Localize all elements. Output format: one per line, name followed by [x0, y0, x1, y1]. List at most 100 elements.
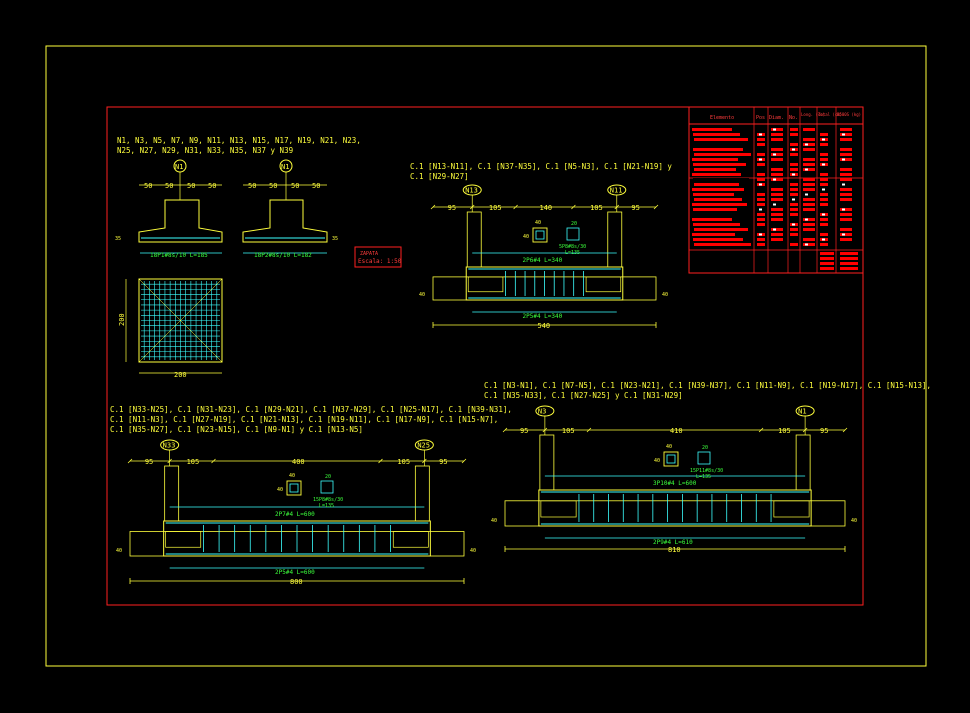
- beam_right-height-left: 40: [491, 518, 497, 524]
- table-cell-block: [757, 243, 765, 246]
- table-cell-block: [803, 183, 815, 186]
- beam_top-dim-value: 105: [590, 204, 603, 212]
- footing-block: N1, N3, N5, N7, N9, N11, N13, N15, N17, …: [115, 136, 402, 379]
- beam_right-stirrup-dim: 20: [702, 445, 708, 451]
- table-cell-block: [790, 128, 798, 131]
- beam_top-dim-tick: [571, 204, 576, 210]
- table-cell-block: [820, 153, 828, 156]
- beam_right-pad-right: [773, 500, 810, 518]
- table-cell-block: [757, 213, 765, 216]
- beam_left-tie-beam: [163, 520, 431, 557]
- beam_top-node-left-label: N13: [465, 187, 478, 195]
- beam_left-height-left: 40: [116, 548, 122, 554]
- table-cell-block: [840, 158, 852, 161]
- table-cell-white: [842, 183, 845, 186]
- table-cell-block: [820, 193, 828, 196]
- footing-a-height: 35: [115, 236, 121, 242]
- table-row-block: [692, 233, 735, 236]
- table-cell-white: [805, 193, 808, 196]
- table-cell-block: [790, 213, 798, 216]
- table-cell-white: [773, 153, 776, 156]
- table-cell-block: [803, 238, 815, 241]
- table-cell-block: [840, 233, 852, 236]
- beam_left-dim-tick: [211, 458, 216, 464]
- table-header-no: No.: [789, 115, 798, 121]
- beam_top-dim-tick: [430, 204, 436, 210]
- table-row-block: [693, 133, 740, 136]
- beam_right-stirrup-shape: [697, 451, 711, 465]
- table-cell-block: [790, 228, 798, 231]
- table-cell-block: [771, 213, 783, 216]
- table-cell-block: [757, 203, 765, 206]
- table-rows-graphic: [692, 128, 858, 270]
- table-cell-block: [771, 198, 783, 201]
- table-cell-block: [803, 223, 815, 226]
- beam_left-height-right: 40: [470, 548, 476, 554]
- beam_top-dim-value: 95: [631, 204, 639, 212]
- table-cell-white: [805, 243, 808, 246]
- table-cell-block: [771, 128, 783, 131]
- table-cell-white: [805, 168, 808, 171]
- footing-b-height: 35: [332, 236, 338, 242]
- beam_left-dim-tick: [127, 458, 133, 464]
- table-cell-white: [759, 133, 762, 136]
- table-row-block: [692, 188, 744, 191]
- table-cell-white: [822, 188, 825, 191]
- beam_right-dim-tick: [586, 427, 592, 433]
- beam_left-dim-value: 95: [145, 458, 153, 466]
- table-row-block: [693, 223, 740, 226]
- beam_right-dim-value: 105: [778, 427, 791, 435]
- table-row-block: [694, 168, 736, 171]
- table-cell-white: [842, 233, 845, 236]
- table-total-block: [820, 262, 834, 265]
- table-cell-block: [771, 178, 783, 181]
- beam_left-dim-tick: [461, 458, 467, 464]
- table-cell-block: [790, 188, 798, 191]
- table-cell-block: [771, 228, 783, 231]
- outer-frame: [45, 45, 927, 667]
- beam_top-section-width: 40: [535, 220, 541, 226]
- table-row-block: [693, 208, 737, 211]
- table-cell-block: [803, 203, 815, 206]
- table-cell-white: [759, 183, 762, 186]
- table-total-block: [840, 252, 858, 255]
- beam_left-node-left-label: N33: [163, 442, 176, 450]
- beam-left-title-line2: C.1 [N11-N3], C.1 [N27-N19], C.1 [N21-N1…: [110, 415, 498, 424]
- beam_left-top-bar-label: 2P7#4 L=600: [275, 511, 315, 518]
- table-cell-block: [771, 148, 783, 151]
- beam_right-pad-left: [540, 500, 577, 518]
- table-cell-block: [840, 228, 852, 231]
- table-cell-block: [820, 178, 828, 181]
- beam_right-stirrup-length: L=135: [696, 474, 711, 480]
- table-cell-block: [840, 193, 852, 196]
- beam_left-stirrup-length: L=135: [319, 503, 334, 509]
- beam_left-section-rebar: [289, 483, 299, 493]
- table-cell-block: [757, 198, 765, 201]
- table-cell-block: [803, 243, 815, 246]
- table-cell-block: [803, 158, 815, 161]
- table-row-block: [692, 173, 741, 176]
- table-total-block: [820, 257, 834, 260]
- table-cell-block: [771, 233, 783, 236]
- table-total-block: [820, 252, 834, 255]
- table-cell-block: [820, 218, 828, 221]
- table-cell-block: [757, 223, 765, 226]
- table-cell-block: [790, 233, 798, 236]
- beam_top-stirrup-label: 5P8#8s/30: [559, 244, 586, 250]
- table-cell-white: [759, 233, 762, 236]
- table-cell-block: [771, 158, 783, 161]
- beam_right-bottom-bar-label: 2P9#4 L=610: [653, 539, 693, 546]
- table-cell-block: [840, 188, 852, 191]
- footing-a-dim-1: 50: [144, 182, 152, 190]
- footing-a-dim-3: 50: [187, 182, 195, 190]
- table-cell-white: [773, 203, 776, 206]
- table-cell-white: [792, 173, 795, 176]
- beam_top-section-height: 40: [523, 234, 529, 240]
- table-cell-block: [803, 128, 815, 131]
- table-cell-block: [840, 168, 852, 171]
- beam_top-stirrup-length: L=135: [565, 250, 580, 256]
- beam_right-dim-tick: [542, 427, 548, 433]
